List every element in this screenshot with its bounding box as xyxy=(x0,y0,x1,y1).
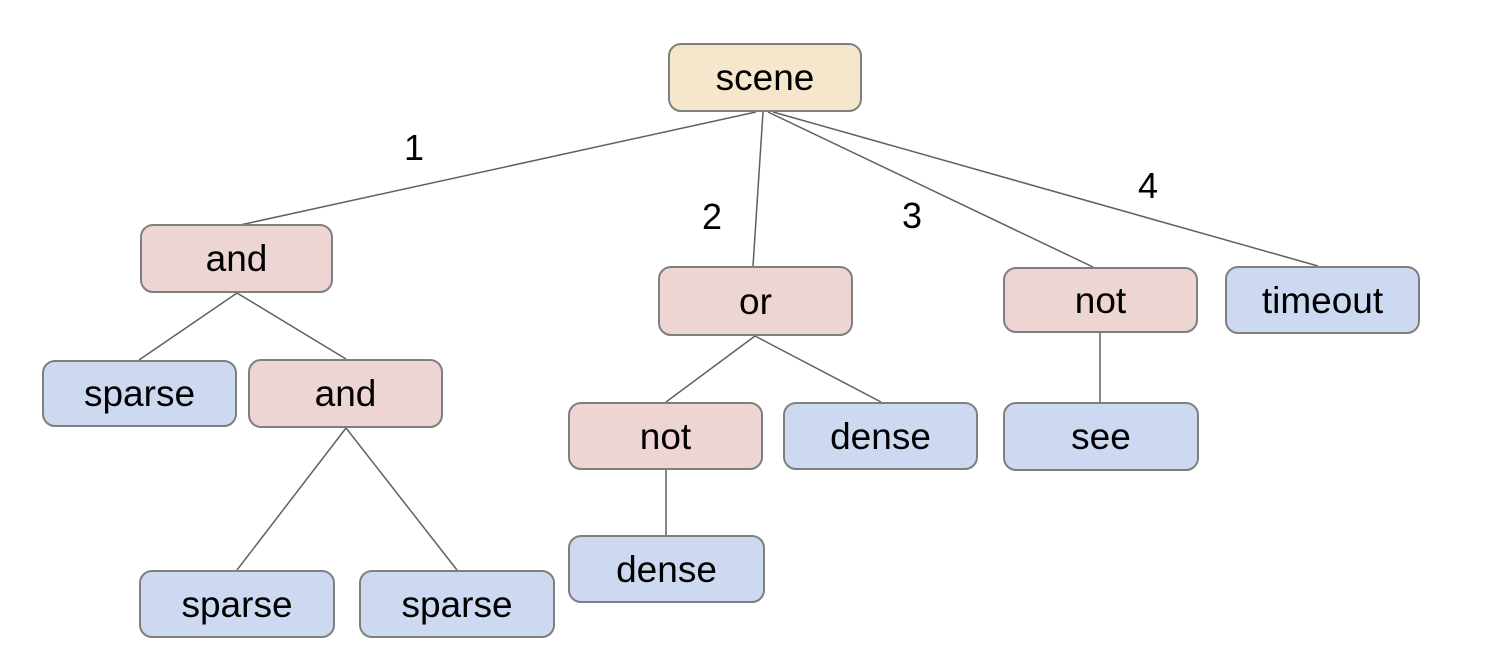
edge-and-1-to-sparse-1 xyxy=(138,292,238,361)
edge-label-4: 4 xyxy=(1137,165,1159,206)
edge-scene-to-timeout-1 xyxy=(772,111,1319,267)
node-dense-1: dense xyxy=(783,402,978,470)
node-sparse-1: sparse xyxy=(42,360,237,427)
node-scene: scene xyxy=(668,43,862,112)
node-see-1: see xyxy=(1003,402,1199,471)
node-sparse-2: sparse xyxy=(139,570,335,638)
node-sparse-3: sparse xyxy=(359,570,555,638)
edge-and-2-to-sparse-2 xyxy=(236,427,347,571)
edge-scene-to-not-1 xyxy=(767,111,1094,268)
edge-label-3: 3 xyxy=(901,195,923,236)
edge-scene-to-or-1 xyxy=(752,111,764,267)
edge-label-2: 2 xyxy=(701,196,723,237)
edge-scene-to-and-1 xyxy=(239,111,757,226)
node-not-1: not xyxy=(1003,267,1198,333)
node-timeout-1: timeout xyxy=(1225,266,1420,334)
edge-label-1: 1 xyxy=(403,127,425,168)
node-and-2: and xyxy=(248,359,443,428)
node-and-1: and xyxy=(140,224,333,293)
edge-and-1-to-and-2 xyxy=(236,292,347,360)
node-dense-2: dense xyxy=(568,535,765,603)
edge-and-2-to-sparse-3 xyxy=(345,427,458,571)
edge-or-1-to-dense-1 xyxy=(754,335,882,403)
edge-or-1-to-not-2 xyxy=(665,335,756,403)
node-not-2: not xyxy=(568,402,763,470)
node-or-1: or xyxy=(658,266,853,336)
